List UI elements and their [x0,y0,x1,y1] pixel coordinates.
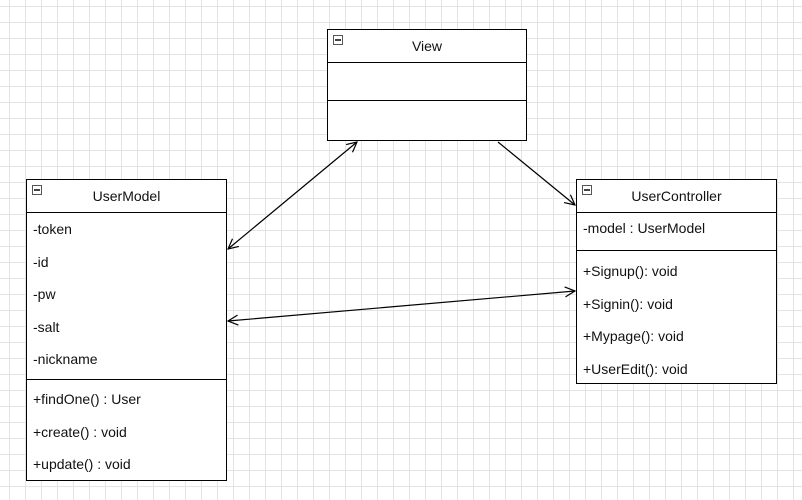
attribute-row: -salt [33,318,60,335]
edge-view-usercontroller[interactable] [497,141,575,205]
collapse-icon[interactable] [582,185,592,195]
method-row: +create() : void [33,423,127,440]
method-row: +findOne() : User [33,391,141,407]
method-row: +Mypage(): void [583,328,684,345]
class-usercontroller-methods: +Signup(): void +Signin(): void +Mypage(… [577,250,776,381]
class-view[interactable]: View [327,29,527,141]
class-view-attributes [328,63,526,100]
class-usercontroller-header[interactable]: UserController [577,180,776,213]
attribute-row: -model : UserModel [583,220,706,236]
attribute-row: -nickname [33,351,98,368]
class-view-name: View [411,38,443,54]
class-usermodel[interactable]: UserModel -token -id -pw -salt -nickname… [26,179,227,481]
method-row: +Signin(): void [583,295,673,312]
collapse-icon[interactable] [333,35,343,45]
collapse-icon[interactable] [32,185,42,195]
class-usercontroller-attributes: -model : UserModel [577,213,776,250]
method-row: +Signup(): void [583,263,678,279]
class-usermodel-attributes: -token -id -pw -salt -nickname [27,213,226,379]
method-row: +update() : void [33,456,131,472]
attribute-row: -id [33,253,49,270]
class-usermodel-name: UserModel [92,188,161,204]
class-usermodel-methods: +findOne() : User +create() : void +upda… [27,379,226,478]
class-usercontroller[interactable]: UserController -model : UserModel +Signu… [576,179,777,384]
attribute-row: -pw [33,286,56,303]
class-view-header[interactable]: View [328,30,526,63]
class-view-methods [328,100,526,141]
class-usercontroller-name: UserController [631,188,722,204]
method-row: +UserEdit(): void [583,360,688,377]
class-usermodel-header[interactable]: UserModel [27,180,226,213]
edge-usermodel-usercontroller[interactable] [228,291,575,321]
edge-view-usermodel[interactable] [228,142,357,249]
attribute-row: -token [33,221,72,237]
